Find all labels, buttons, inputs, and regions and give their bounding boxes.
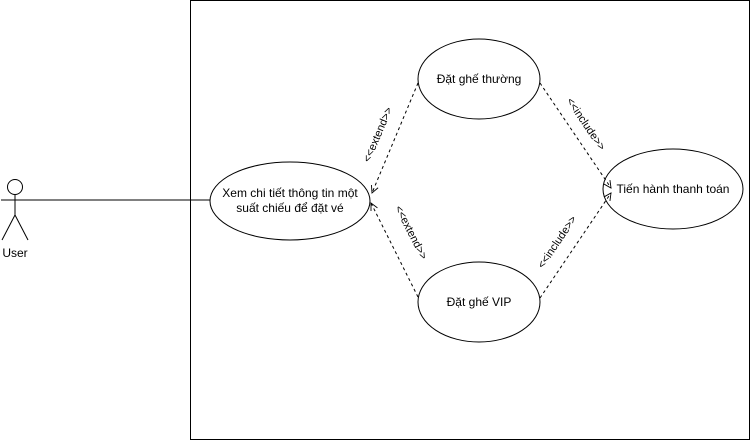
actor-right-leg bbox=[14, 214, 29, 241]
extend-label-regular: <<extend>> bbox=[361, 105, 395, 164]
use-case-view-details-line2: suất chiếu để đặt vé bbox=[236, 201, 344, 215]
include-label-vip: <<include>> bbox=[536, 214, 580, 271]
actor-head bbox=[7, 179, 23, 195]
use-case-vip-seat[interactable]: Đặt ghế VIP bbox=[417, 261, 541, 343]
actor-label: User bbox=[2, 246, 27, 260]
use-case-regular-seat[interactable]: Đặt ghế thường bbox=[417, 38, 541, 120]
extend-arrow-regular bbox=[372, 82, 419, 193]
use-case-payment-ellipse bbox=[602, 148, 744, 230]
actor-left-leg bbox=[1, 214, 16, 241]
extend-arrow-vip bbox=[371, 203, 419, 298]
include-label-regular: <<include>> bbox=[564, 96, 608, 153]
use-case-vip-seat-ellipse bbox=[417, 261, 541, 343]
use-case-view-details-line1: Xem chi tiết thông tin một bbox=[222, 186, 358, 200]
actor-user[interactable]: User bbox=[1, 179, 29, 261]
use-case-payment[interactable]: Tiến hành thanh toán bbox=[602, 148, 744, 230]
use-case-view-details-ellipse bbox=[209, 161, 371, 241]
use-case-regular-seat-label: Đặt ghế thường bbox=[437, 72, 522, 86]
use-case-view-details[interactable]: Xem chi tiết thông tin một suất chiếu để… bbox=[209, 161, 371, 241]
extend-label-vip: <<extend>> bbox=[392, 204, 429, 262]
use-case-vip-seat-label: Đặt ghế VIP bbox=[447, 295, 512, 309]
use-case-regular-seat-ellipse bbox=[417, 38, 541, 120]
system-boundary bbox=[190, 0, 750, 440]
use-case-payment-label: Tiến hành thanh toán bbox=[617, 182, 730, 196]
